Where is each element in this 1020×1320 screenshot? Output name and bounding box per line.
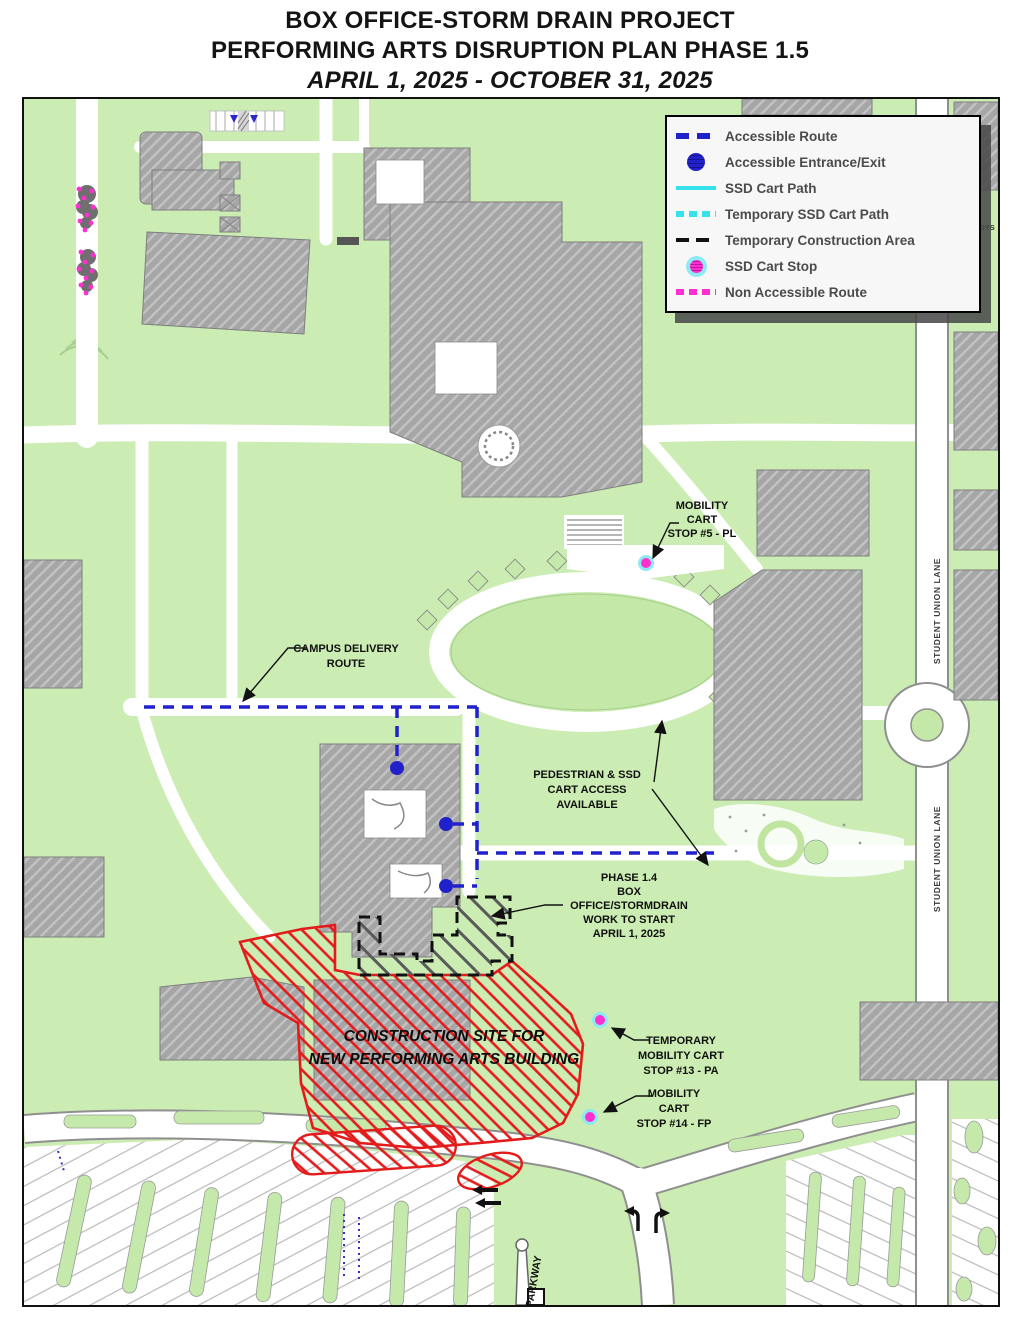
accessible-entrance-dots [390, 761, 453, 893]
svg-text:CART: CART [659, 1103, 690, 1115]
legend-label: Temporary Construction Area [725, 232, 915, 248]
legend-label: Temporary SSD Cart Path [725, 206, 890, 222]
svg-text:OFFICE/STORMDRAIN: OFFICE/STORMDRAIN [570, 900, 688, 912]
accessible-entrance-dot-icon [667, 153, 725, 171]
legend-label: SSD Cart Stop [725, 258, 818, 274]
street-label-student-union-lane-2: STUDENT UNION LANE [932, 806, 942, 912]
title-block: BOX OFFICE-STORM DRAIN PROJECT PERFORMIN… [0, 6, 1020, 96]
legend-label: Non Accessible Route [725, 284, 868, 300]
parking-lot-southwest [24, 1139, 494, 1305]
svg-text:MOBILITY CART: MOBILITY CART [638, 1050, 724, 1062]
svg-text:BOX: BOX [617, 886, 642, 898]
stop5-label: MOBILITY [676, 500, 729, 512]
svg-text:CART ACCESS: CART ACCESS [547, 784, 626, 796]
campus-map: Accessible Route Accessible Entrance/Exi… [22, 97, 1000, 1307]
ssd-cart-path-line-icon [667, 186, 725, 190]
legend-label: Accessible Route [725, 128, 838, 144]
map-labels: MOBILITY CART STOP #5 - PL CAMPUS DELIVE… [293, 223, 994, 1305]
legend-item-accessible-route: Accessible Route [667, 123, 979, 149]
cart-stop-14 [582, 1109, 598, 1125]
temp-ssd-cart-path-dash-icon [667, 211, 725, 217]
svg-text:APRIL 1, 2025: APRIL 1, 2025 [593, 928, 666, 940]
temp-construction-dash-icon [667, 238, 725, 242]
svg-text:ROUTE: ROUTE [327, 658, 366, 670]
phase14-construction-area [357, 895, 514, 977]
turn-arrows [624, 1206, 670, 1233]
svg-text:STOP #5 - PL: STOP #5 - PL [668, 528, 737, 540]
street-label-student-union-lane: STUDENT UNION LANE [932, 558, 942, 664]
construction-site-area [238, 923, 585, 1191]
non-accessible-route-dash-icon [667, 289, 725, 295]
legend-item-ssd-cart-stop: SSD Cart Stop [667, 253, 979, 279]
svg-text:CART: CART [687, 514, 718, 526]
title-line-1: BOX OFFICE-STORM DRAIN PROJECT [285, 7, 735, 34]
legend-item-non-accessible-route: Non Accessible Route [667, 279, 979, 305]
campus-delivery-label: CAMPUS DELIVERY [293, 643, 399, 655]
north-parking-row [209, 110, 285, 132]
svg-text:WORK TO START: WORK TO START [583, 914, 675, 926]
edge-partial-text: DYS [979, 223, 994, 232]
parkway-monument [515, 1238, 545, 1305]
stop14-label: MOBILITY [648, 1088, 701, 1100]
svg-text:NEW PERFORMING ARTS BUILDING: NEW PERFORMING ARTS BUILDING [309, 1051, 579, 1068]
tree-line [75, 185, 98, 296]
parking-lot-southeast [786, 1119, 998, 1305]
construction-site-label: CONSTRUCTION SITE FOR [344, 1028, 545, 1045]
non-accessible-route-dots [75, 186, 96, 296]
cart-stop-5 [638, 555, 654, 571]
legend-item-temp-ssd-cart-path: Temporary SSD Cart Path [667, 201, 979, 227]
legend-item-ssd-cart-path: SSD Cart Path [667, 175, 979, 201]
legend-item-accessible-entrance: Accessible Entrance/Exit [667, 149, 979, 175]
accessible-route-dash-icon [667, 133, 725, 139]
pedestrian-access-label: PEDESTRIAN & SSD [533, 769, 641, 781]
cart-stop-13 [592, 1012, 608, 1028]
traffic-arrows [472, 1185, 501, 1208]
leader-lines [242, 522, 709, 1113]
cart-stops [582, 555, 654, 1125]
ssd-cart-stop-dot-icon [667, 255, 725, 277]
map-legend: Accessible Route Accessible Entrance/Exi… [665, 115, 981, 313]
title-line-2: PERFORMING ARTS DISRUPTION PLAN PHASE 1.… [210, 37, 810, 64]
east-plaza [714, 804, 904, 878]
legend-label: SSD Cart Path [725, 180, 817, 196]
legend-label: Accessible Entrance/Exit [725, 154, 886, 170]
stop13-label: TEMPORARY [646, 1035, 717, 1047]
svg-text:AVAILABLE: AVAILABLE [556, 799, 617, 811]
title-line-3: APRIL 1, 2025 - OCTOBER 31, 2025 [307, 67, 713, 94]
phase14-label: PHASE 1.4 [601, 872, 658, 884]
legend-item-temp-construction-area: Temporary Construction Area [667, 227, 979, 253]
svg-text:STOP #13 - PA: STOP #13 - PA [643, 1065, 718, 1077]
accessible-route-path [144, 705, 714, 888]
central-oval-lawn [429, 572, 745, 732]
svg-text:STOP #14 - FP: STOP #14 - FP [637, 1118, 712, 1130]
